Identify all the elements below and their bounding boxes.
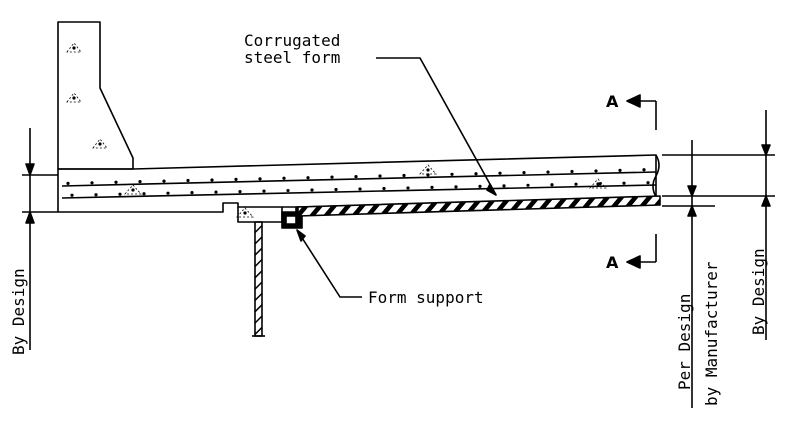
leader-arrow-corrugated bbox=[486, 183, 497, 196]
rebar-dot bbox=[330, 175, 334, 179]
rebar-dot bbox=[190, 191, 194, 195]
right-arrow-bottom bbox=[761, 195, 771, 207]
left-arrow-top bbox=[25, 163, 35, 176]
rebar-dot bbox=[450, 172, 454, 176]
per-design-arrow-top bbox=[687, 185, 697, 197]
rebar-dot bbox=[262, 189, 266, 193]
rebar-dot bbox=[210, 178, 214, 182]
concrete-aggregate-marks bbox=[66, 42, 607, 218]
rebar-dot bbox=[526, 183, 530, 187]
rebar-dot bbox=[258, 177, 262, 181]
rebar-dot bbox=[358, 187, 362, 191]
rebar-dot bbox=[574, 182, 578, 186]
by-design-right-label: By Design bbox=[749, 248, 768, 335]
rebar-dot bbox=[94, 193, 98, 197]
rebar-dot bbox=[430, 185, 434, 190]
rebar-dot bbox=[354, 174, 358, 179]
rebar-dot bbox=[138, 180, 142, 184]
rebar-dot bbox=[502, 184, 506, 188]
rebar-dot bbox=[454, 185, 458, 189]
rebar-dot bbox=[282, 176, 286, 180]
by-design-left-label: By Design bbox=[9, 268, 28, 355]
section-marker-bottom-head bbox=[626, 255, 641, 269]
section-marker-bottom-label: A bbox=[606, 253, 619, 272]
left-arrow-bottom bbox=[25, 211, 35, 224]
rebar-dot bbox=[522, 171, 526, 175]
bottom-rebar-line bbox=[61, 184, 657, 199]
per-design-arrow-bottom bbox=[687, 205, 697, 217]
top-rebar-line bbox=[61, 171, 657, 187]
rebar-dot bbox=[642, 168, 646, 172]
rebar-dot bbox=[142, 192, 146, 196]
form-support-inner bbox=[285, 215, 297, 225]
per-design-label-line2: by Manufacturer bbox=[702, 261, 721, 406]
rebar-dot bbox=[498, 171, 502, 175]
rebar-dot bbox=[382, 186, 386, 191]
rebar-dot bbox=[238, 190, 242, 194]
corrugated-form-leader bbox=[376, 57, 497, 196]
form-support-leader bbox=[296, 229, 362, 298]
rebar-dot bbox=[114, 180, 118, 184]
rebar-dot bbox=[474, 172, 478, 176]
rebar-dot bbox=[334, 187, 338, 192]
rebar-dot bbox=[406, 186, 410, 190]
corrugated-label-line2: steel form bbox=[244, 48, 340, 67]
leader-arrow-support bbox=[296, 229, 306, 242]
rebar-dot bbox=[286, 188, 290, 193]
rebar-dot bbox=[402, 173, 406, 178]
rebar-dot bbox=[214, 190, 218, 194]
rebar-dot bbox=[186, 178, 190, 183]
section-marker-top-label: A bbox=[606, 92, 619, 111]
form-support-label: Form support bbox=[368, 288, 484, 307]
section-marker-top-head bbox=[626, 94, 641, 108]
rebar-dots bbox=[66, 168, 650, 197]
rebar-dot bbox=[622, 181, 626, 185]
concrete-barrier bbox=[57, 21, 134, 170]
rebar-dot bbox=[234, 177, 238, 181]
rebar-dot bbox=[570, 169, 574, 174]
rebar-dot bbox=[546, 170, 550, 174]
per-design-label-line1: Per Design bbox=[675, 294, 694, 390]
rebar-dot bbox=[70, 193, 74, 197]
rebar-dot bbox=[426, 173, 430, 177]
rebar-dot bbox=[646, 181, 650, 185]
rebar-dot bbox=[166, 191, 170, 195]
right-arrow-top bbox=[761, 144, 771, 156]
rebar-dot bbox=[118, 192, 122, 196]
corrugated-label-line1: Corrugated bbox=[244, 31, 340, 50]
rebar-dot bbox=[598, 182, 602, 186]
rebar-dot bbox=[550, 183, 554, 187]
deck-break-line bbox=[652, 154, 660, 198]
rebar-dot bbox=[618, 168, 622, 172]
rebar-dot bbox=[162, 179, 166, 183]
rebar-dot bbox=[306, 176, 310, 180]
rebar-dot bbox=[310, 188, 314, 192]
rebar-dot bbox=[378, 174, 382, 178]
rebar-dot bbox=[594, 169, 598, 173]
rebar-dot bbox=[66, 181, 70, 185]
corrugated-steel-form bbox=[297, 195, 661, 217]
rebar-dot bbox=[478, 184, 482, 188]
girder-web bbox=[254, 221, 263, 337]
rebar-dot bbox=[90, 181, 94, 185]
